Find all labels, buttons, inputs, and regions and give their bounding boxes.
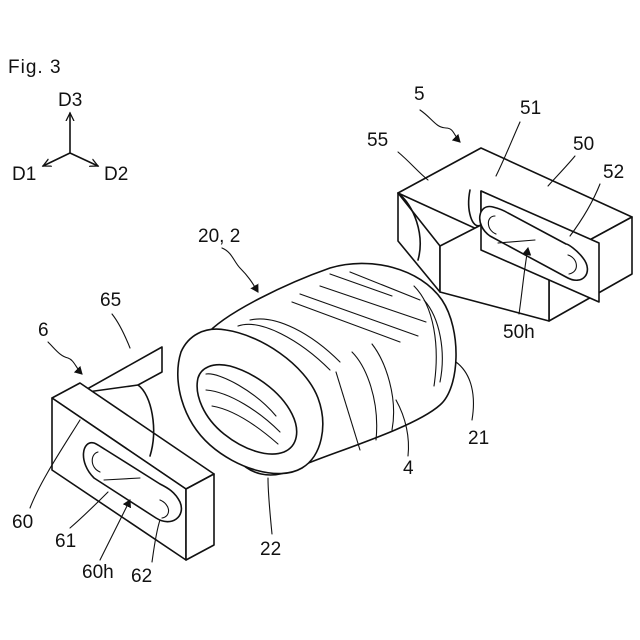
label-65: 65 [100,290,121,311]
label-50h: 50h [503,322,535,343]
label-55: 55 [367,130,388,151]
label-22: 22 [260,539,281,560]
leader-65 [112,314,130,348]
label-6: 6 [38,320,49,341]
axis-d1-label: D1 [12,164,36,185]
axis-d2-label: D2 [104,164,128,185]
leader-5 [420,110,460,142]
label-50: 50 [573,134,594,155]
label-52: 52 [603,162,624,183]
direction-axes: D3 D1 D2 [12,90,128,185]
coil-20 [178,263,456,475]
leader-50 [548,156,575,186]
leader-21 [456,362,473,420]
figure-label: Fig. 3 [8,57,62,78]
label-20-2: 20, 2 [198,226,240,247]
label-4: 4 [403,458,414,479]
member-6-edge-face [186,474,214,560]
axis-d2-arrow [70,153,98,166]
member-6-top-flap [80,347,162,393]
label-21: 21 [468,428,489,449]
leader-20-2 [222,248,258,292]
axis-d1-arrow [43,153,70,166]
leader-22 [268,478,272,534]
leader-61 [70,492,108,528]
label-5: 5 [414,84,425,105]
axis-d3-label: D3 [58,90,82,111]
leader-55 [398,152,428,180]
leader-6 [48,342,82,374]
label-62: 62 [131,566,152,587]
label-60: 60 [12,512,33,533]
label-61: 61 [55,531,76,552]
label-60h: 60h [82,562,114,583]
label-51: 51 [520,98,541,119]
